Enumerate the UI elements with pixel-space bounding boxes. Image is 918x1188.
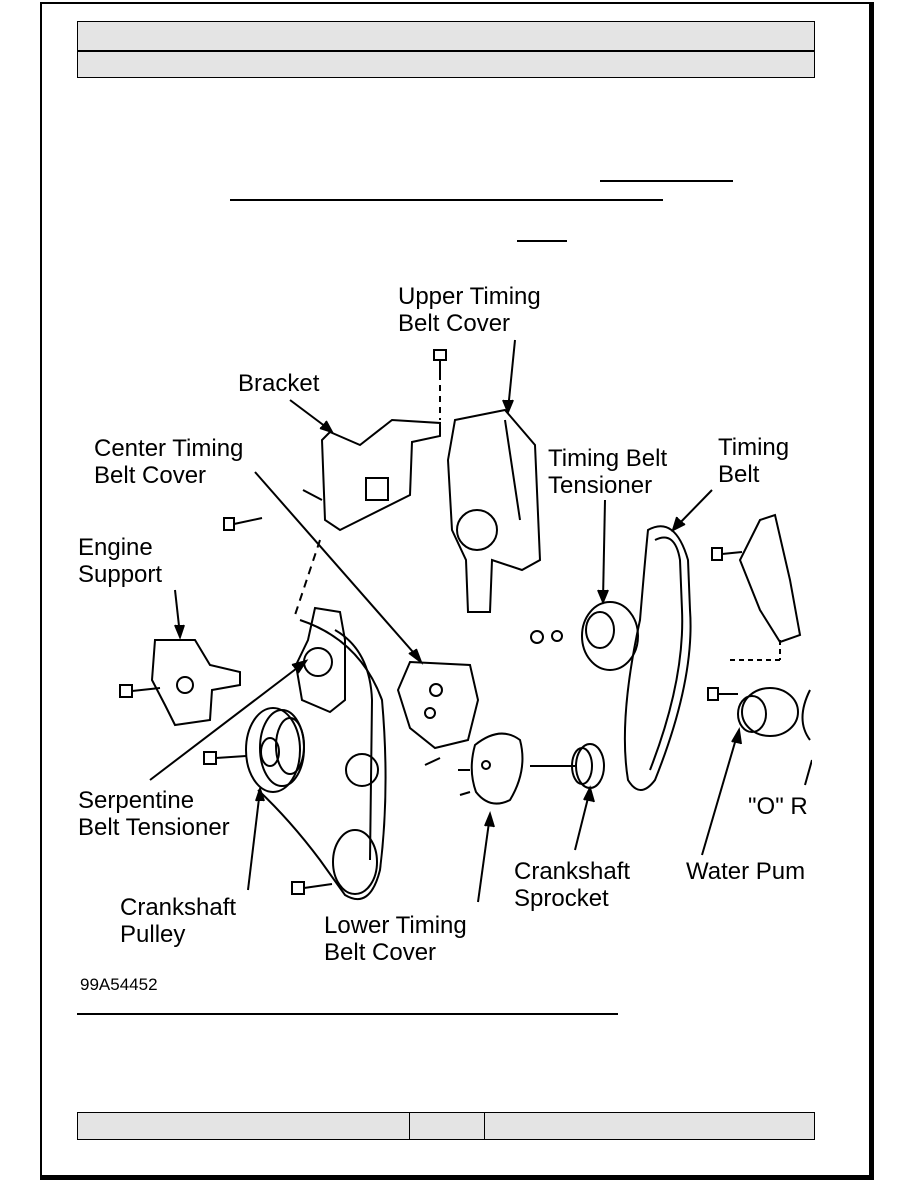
link-underline-1[interactable] <box>600 180 733 182</box>
link-underline-2[interactable] <box>230 199 663 201</box>
clip-mask <box>812 400 852 960</box>
label-water-pump: Water Pum <box>686 858 805 885</box>
upper-timing-belt-cover <box>446 408 542 613</box>
label-crankshaft-pulley: Crankshaft Pulley <box>120 894 236 948</box>
footer-cell-1 <box>78 1113 410 1139</box>
link-underline-3[interactable] <box>517 240 567 242</box>
svg-text:Tensioner: Tensioner <box>548 472 652 499</box>
svg-text:Support: Support <box>78 561 162 588</box>
label-timing-belt-tensioner: Timing Belt Tensioner <box>548 445 667 499</box>
label-timing-belt: Timing Belt <box>718 434 789 488</box>
label-serpentine-belt-tensioner: Serpentine Belt Tensioner <box>78 787 230 841</box>
svg-text:Crankshaft: Crankshaft <box>120 894 236 921</box>
timing-belt-tensioner <box>530 601 639 671</box>
crankshaft-pulley <box>203 707 305 793</box>
svg-text:Crankshaft: Crankshaft <box>514 858 630 885</box>
svg-text:Pulley: Pulley <box>120 921 185 948</box>
crankshaft-sprocket <box>530 743 605 789</box>
serpentine-belt-inner <box>334 629 374 861</box>
svg-text:Belt Cover: Belt Cover <box>94 462 206 489</box>
serpentine-belt <box>257 619 387 901</box>
lower-pulley <box>332 829 378 895</box>
svg-text:Serpentine: Serpentine <box>78 787 194 814</box>
o-ring <box>801 689 811 741</box>
footer-cell-3 <box>485 1113 814 1139</box>
header-bar-top <box>77 21 815 51</box>
water-pump <box>707 687 799 737</box>
figure-code: 99A54452 <box>80 975 158 994</box>
svg-text:Sprocket: Sprocket <box>514 885 609 912</box>
svg-text:Lower Timing: Lower Timing <box>324 912 467 939</box>
bolt-bracket <box>223 517 263 531</box>
svg-text:Engine: Engine <box>78 534 153 561</box>
svg-text:Timing Belt: Timing Belt <box>548 445 667 472</box>
label-o-ring: "O" R <box>748 793 808 820</box>
label-lower-timing-belt-cover: Lower Timing Belt Cover <box>324 912 467 966</box>
label-bracket: Bracket <box>238 370 320 397</box>
svg-text:Center Timing: Center Timing <box>94 435 243 462</box>
svg-text:"O" R: "O" R <box>748 793 808 820</box>
bolt-upper <box>433 349 447 420</box>
lower-timing-belt-cover <box>458 732 524 805</box>
svg-text:Bracket: Bracket <box>238 370 320 397</box>
footer-bar <box>77 1112 815 1140</box>
label-center-timing-belt-cover: Center Timing Belt Cover <box>94 435 243 489</box>
label-crankshaft-sprocket: Crankshaft Sprocket <box>514 858 630 912</box>
center-timing-belt-cover <box>396 660 480 766</box>
page-border <box>40 2 874 1180</box>
bolt-lower-shank <box>303 883 333 889</box>
bracket-leader-dash <box>294 539 321 616</box>
bolt-lower <box>291 881 305 895</box>
svg-text:Timing: Timing <box>718 434 789 461</box>
svg-text:Belt Tensioner: Belt Tensioner <box>78 814 230 841</box>
idler-pulley <box>345 753 379 787</box>
svg-text:Upper Timing: Upper Timing <box>398 283 541 310</box>
engine-support <box>119 639 241 727</box>
leader-lines <box>149 339 813 903</box>
svg-text:Belt Cover: Belt Cover <box>398 310 510 337</box>
bracket <box>302 418 441 532</box>
svg-text:Belt: Belt <box>718 461 760 488</box>
serpentine-belt-tensioner <box>294 606 346 714</box>
timing-belt <box>623 525 692 791</box>
label-engine-support: Engine Support <box>78 534 162 588</box>
svg-text:Belt Cover: Belt Cover <box>324 939 436 966</box>
figure-bottom-rule <box>77 1013 618 1015</box>
header-bar-bottom <box>77 51 815 78</box>
engine-mount-plate <box>711 513 802 661</box>
footer-cell-2 <box>410 1113 485 1139</box>
svg-text:Water Pum: Water Pum <box>686 858 805 885</box>
label-upper-timing-belt-cover: Upper Timing Belt Cover <box>398 283 541 337</box>
